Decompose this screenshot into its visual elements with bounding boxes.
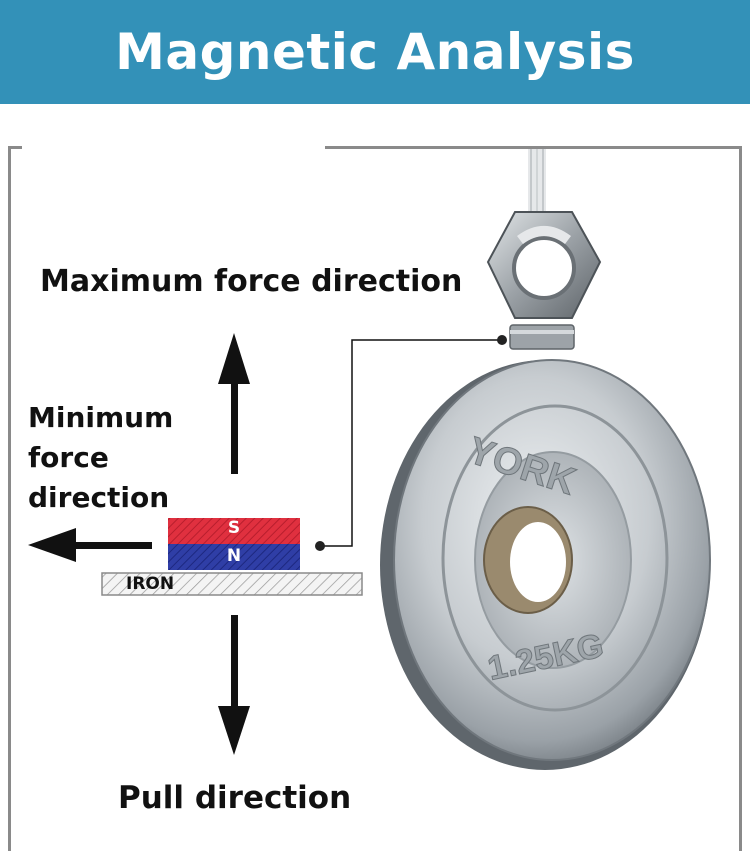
iron-label: IRON: [126, 574, 175, 594]
max-force-label: Maximum force direction: [40, 264, 463, 299]
magnet-cup: [509, 324, 575, 350]
header-banner: Magnetic Analysis: [0, 0, 750, 104]
min-force-arrow: [28, 528, 152, 562]
max-force-arrow: [218, 333, 250, 474]
frame-border-left: [8, 146, 11, 851]
pull-direction-label: Pull direction: [118, 780, 352, 816]
frame-border-right: [739, 146, 742, 851]
hex-nut-eye: [486, 211, 602, 319]
iron-plate: [101, 572, 363, 596]
pull-arrow: [218, 615, 250, 755]
north-pole-label: N: [226, 546, 242, 566]
callout-line: [315, 335, 507, 551]
frame-border-top-left: [8, 146, 22, 149]
min-force-label: Minimum force direction: [28, 401, 174, 514]
weight-plate: [380, 359, 711, 770]
frame-border-top-right: [325, 146, 742, 149]
magnet-north-pole: [168, 544, 300, 570]
magnet-south-pole: [168, 518, 300, 544]
south-pole-label: S: [227, 518, 241, 538]
bar-magnet: [168, 518, 300, 570]
page-title: Magnetic Analysis: [115, 23, 635, 81]
